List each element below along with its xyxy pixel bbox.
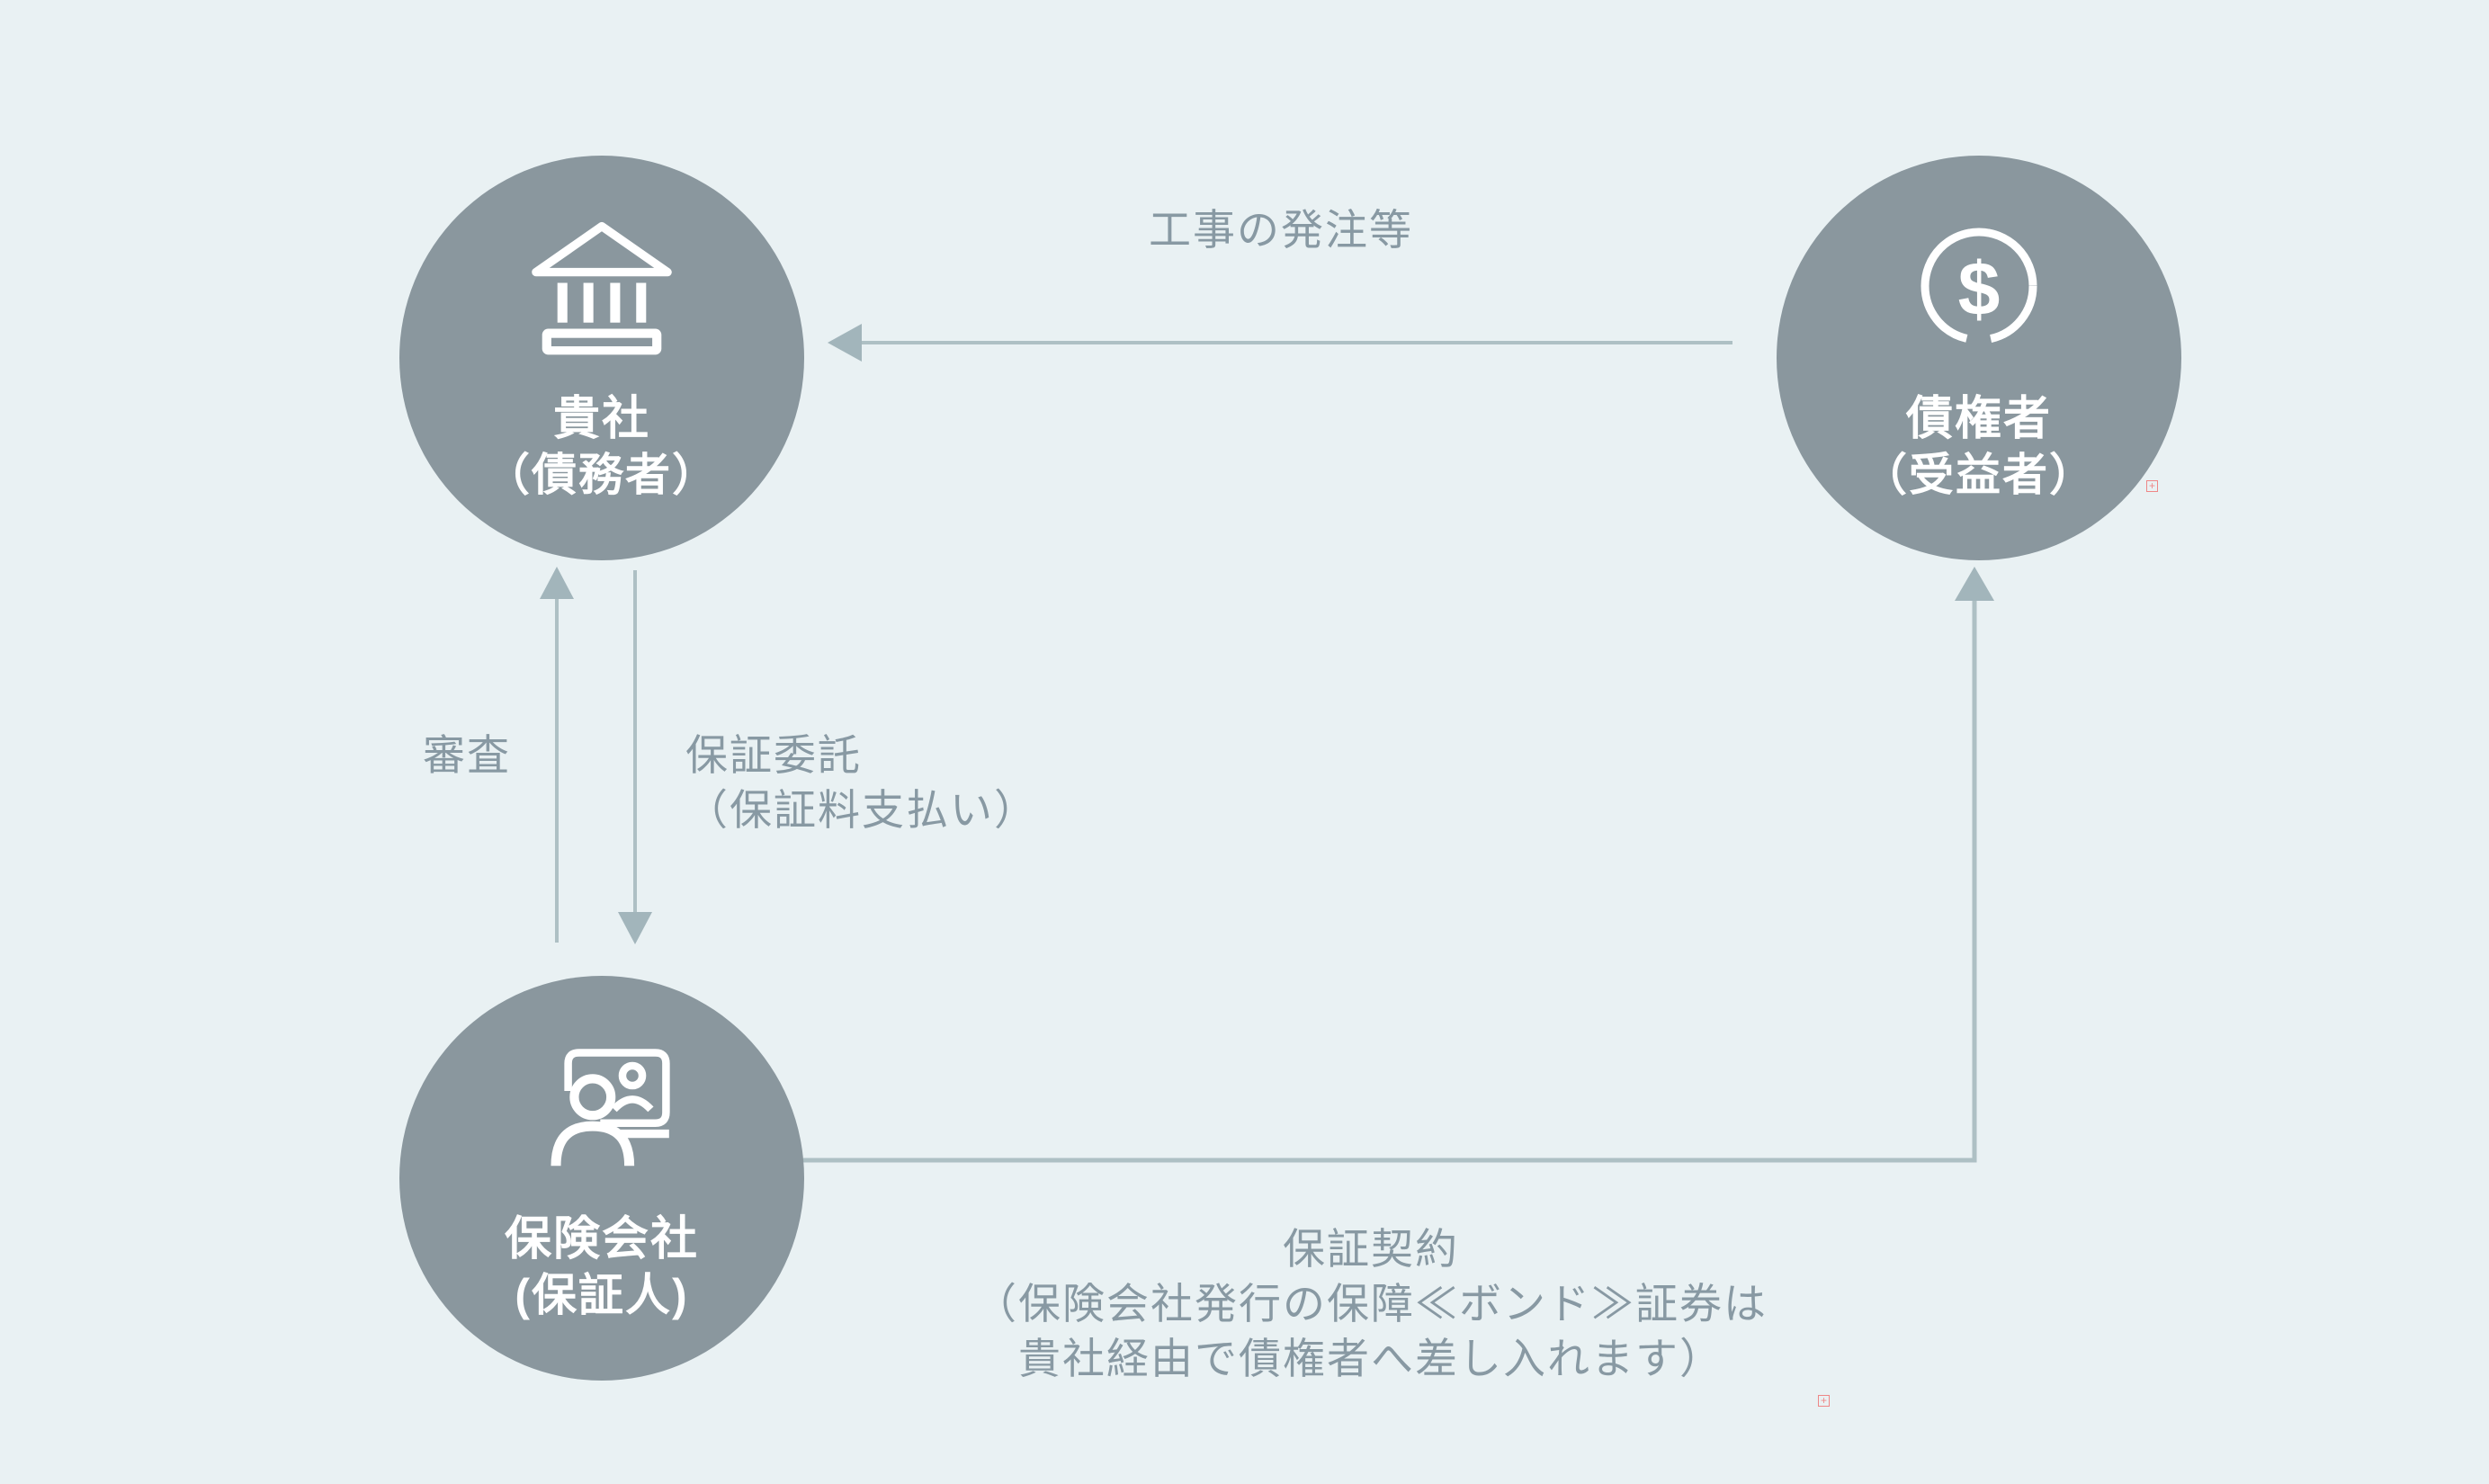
bank-icon (532, 221, 672, 355)
node-insurer-label: 保険会社 (504, 1213, 699, 1265)
order-arrow-label: 工事の発注等 (1149, 206, 1413, 254)
node-creditor-sublabel: （受益者） (1862, 450, 2096, 500)
consign-arrow-label-line2: （保証料支払い） (685, 786, 1038, 834)
review-arrow-head-up (540, 567, 574, 599)
expand-marker-icon[interactable]: + (2146, 480, 2158, 492)
contract-connector-line (803, 599, 1977, 1163)
node-company: 貴社 （債務者） (399, 156, 804, 560)
contract-arrow-label-line1: 保証契約 (1283, 1225, 1459, 1273)
dollar-symbol: $ (1958, 246, 2001, 331)
contract-arrow-head-up (1955, 567, 1994, 601)
consign-arrow-label-line1: 保証委託 (685, 731, 862, 779)
node-creditor-label: 債権者 (1905, 393, 2052, 445)
node-company-label: 貴社 (552, 393, 650, 445)
order-arrow-head-left (828, 324, 862, 362)
node-insurer-sublabel: (保証人) (515, 1270, 689, 1320)
consign-arrow-head-down (618, 912, 652, 944)
contract-arrow-label-line2: （保険会社発行の保障≪ボンド≫証券は (974, 1280, 1768, 1328)
review-arrow-label: 審査 (423, 731, 511, 779)
node-creditor: $ 債権者 （受益者） (1777, 156, 2181, 560)
insurance-agent-icon (551, 1049, 670, 1167)
contract-arrow-label: 保証契約 （保険会社発行の保障≪ボンド≫証券は 貴社経由で債権者へ差し入れます） (974, 1221, 1768, 1386)
contract-arrow-label-line3: 貴社経由で債権者へ差し入れます） (1018, 1335, 1723, 1382)
dollar-circle-icon: $ (1920, 228, 2037, 344)
consign-arrow-label: 保証委託 （保証料支払い） (685, 728, 1038, 837)
node-company-sublabel: （債務者） (485, 450, 719, 500)
expand-marker-icon[interactable]: + (1818, 1395, 1830, 1407)
node-insurer: 保険会社 (保証人) (399, 976, 804, 1381)
